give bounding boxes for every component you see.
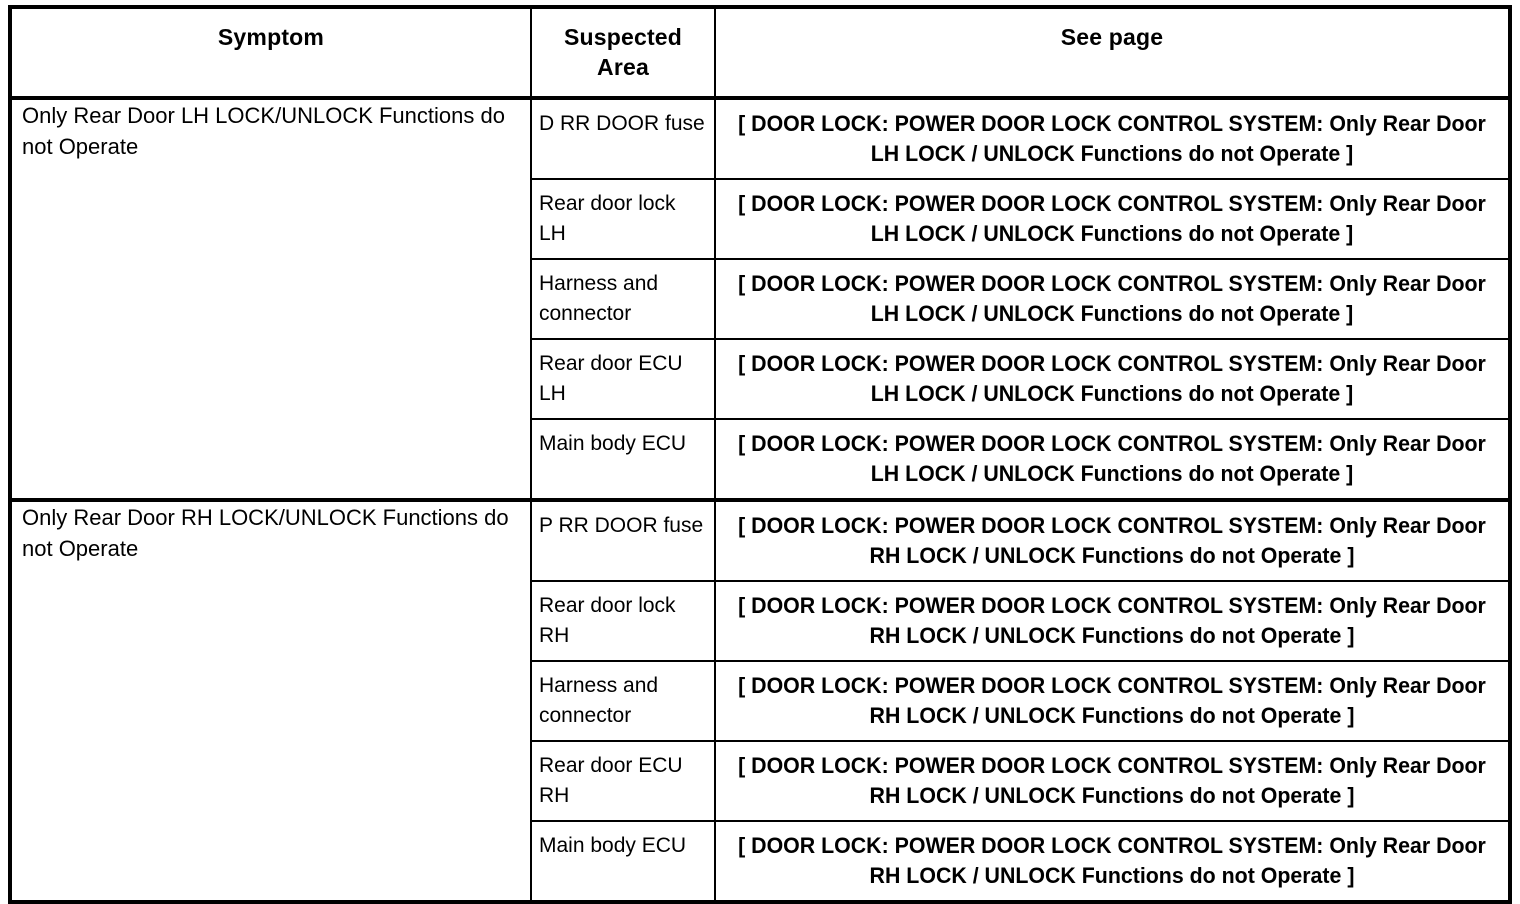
see-page-reference[interactable]: [ DOOR LOCK: POWER DOOR LOCK CONTROL SYS… bbox=[738, 513, 1486, 568]
suspected-area-label: Rear door lock LH bbox=[539, 192, 676, 245]
symptom-cell-lh: Only Rear Door LH LOCK/UNLOCK Functions … bbox=[9, 96, 532, 501]
see-page-cell[interactable]: [ DOOR LOCK: POWER DOOR LOCK CONTROL SYS… bbox=[714, 820, 1511, 903]
see-page-reference[interactable]: [ DOOR LOCK: POWER DOOR LOCK CONTROL SYS… bbox=[738, 833, 1486, 888]
page-sheet: Symptom Suspected Area See page Only Rea… bbox=[8, 5, 1512, 904]
table-header: Symptom Suspected Area See page bbox=[9, 6, 1511, 99]
see-page-cell[interactable]: [ DOOR LOCK: POWER DOOR LOCK CONTROL SYS… bbox=[714, 580, 1511, 662]
see-page-cell[interactable]: [ DOOR LOCK: POWER DOOR LOCK CONTROL SYS… bbox=[714, 498, 1511, 582]
suspected-area-label: Rear door ECU LH bbox=[539, 352, 683, 405]
table-row: Main body ECU [ DOOR LOCK: POWER DOOR LO… bbox=[10, 418, 1511, 501]
table-row: Rear door ECU RH [ DOOR LOCK: POWER DOOR… bbox=[10, 740, 1511, 822]
suspected-area-cell: Rear door lock LH bbox=[530, 178, 716, 260]
suspected-area-cell: Rear door ECU RH bbox=[530, 740, 716, 822]
suspected-area-cell: Main body ECU bbox=[530, 418, 716, 501]
suspected-area-cell: Rear door ECU LH bbox=[530, 338, 716, 420]
table-row: Rear door lock RH [ DOOR LOCK: POWER DOO… bbox=[10, 580, 1511, 662]
suspected-area-label: Main body ECU bbox=[539, 834, 687, 857]
table-row: Harness and connector [ DOOR LOCK: POWER… bbox=[10, 660, 1511, 742]
see-page-cell[interactable]: [ DOOR LOCK: POWER DOOR LOCK CONTROL SYS… bbox=[714, 418, 1511, 501]
see-page-reference[interactable]: [ DOOR LOCK: POWER DOOR LOCK CONTROL SYS… bbox=[738, 191, 1486, 246]
suspected-area-cell: Main body ECU bbox=[530, 820, 716, 903]
suspected-area-label: Rear door lock RH bbox=[539, 594, 676, 647]
see-page-cell[interactable]: [ DOOR LOCK: POWER DOOR LOCK CONTROL SYS… bbox=[714, 338, 1511, 420]
table-row: Only Rear Door RH LOCK/UNLOCK Functions … bbox=[9, 498, 1511, 903]
table-row: Rear door lock LH [ DOOR LOCK: POWER DOO… bbox=[10, 178, 1511, 260]
see-page-reference[interactable]: [ DOOR LOCK: POWER DOOR LOCK CONTROL SYS… bbox=[738, 351, 1486, 406]
column-header-symptom: Symptom bbox=[9, 6, 532, 99]
symptom-cell-rh: Only Rear Door RH LOCK/UNLOCK Functions … bbox=[9, 498, 532, 903]
table-row: Only Rear Door LH LOCK/UNLOCK Functions … bbox=[9, 96, 1511, 501]
suspected-area-label: Rear door ECU RH bbox=[539, 754, 683, 807]
suspected-area-cell: Harness and connector bbox=[530, 258, 716, 340]
suspected-area-line-2: Area bbox=[597, 54, 649, 80]
suspected-area-line-1: Suspected bbox=[563, 24, 683, 50]
suspected-area-cell: Harness and connector bbox=[530, 660, 716, 742]
suspected-area-cell: P RR DOOR fuse bbox=[530, 498, 716, 582]
see-page-reference[interactable]: [ DOOR LOCK: POWER DOOR LOCK CONTROL SYS… bbox=[738, 431, 1486, 486]
see-page-reference[interactable]: [ DOOR LOCK: POWER DOOR LOCK CONTROL SYS… bbox=[738, 271, 1486, 326]
symptom-label: Only Rear Door LH LOCK/UNLOCK Functions … bbox=[22, 103, 505, 159]
see-page-reference[interactable]: [ DOOR LOCK: POWER DOOR LOCK CONTROL SYS… bbox=[738, 753, 1486, 808]
see-page-reference[interactable]: [ DOOR LOCK: POWER DOOR LOCK CONTROL SYS… bbox=[738, 673, 1486, 728]
symptom-label: Only Rear Door RH LOCK/UNLOCK Functions … bbox=[22, 505, 509, 561]
suspected-area-cell: Rear door lock RH bbox=[530, 580, 716, 662]
see-page-cell[interactable]: [ DOOR LOCK: POWER DOOR LOCK CONTROL SYS… bbox=[714, 660, 1511, 742]
column-header-see-page: See page bbox=[714, 6, 1511, 99]
column-header-symptom-label: Symptom bbox=[217, 24, 325, 50]
header-row: Symptom Suspected Area See page bbox=[9, 6, 1511, 99]
table-row: Harness and connector [ DOOR LOCK: POWER… bbox=[10, 258, 1511, 340]
column-header-suspected-area: Suspected Area bbox=[530, 6, 716, 99]
suspected-area-label: Harness and connector bbox=[539, 272, 659, 325]
table-row: Rear door ECU LH [ DOOR LOCK: POWER DOOR… bbox=[10, 338, 1511, 420]
suspected-area-cell: D RR DOOR fuse bbox=[530, 96, 716, 180]
see-page-reference[interactable]: [ DOOR LOCK: POWER DOOR LOCK CONTROL SYS… bbox=[738, 593, 1486, 648]
see-page-cell[interactable]: [ DOOR LOCK: POWER DOOR LOCK CONTROL SYS… bbox=[714, 178, 1511, 260]
table-body: Only Rear Door LH LOCK/UNLOCK Functions … bbox=[9, 96, 1511, 903]
see-page-cell[interactable]: [ DOOR LOCK: POWER DOOR LOCK CONTROL SYS… bbox=[714, 740, 1511, 822]
suspected-area-label: Harness and connector bbox=[539, 674, 659, 727]
see-page-reference[interactable]: [ DOOR LOCK: POWER DOOR LOCK CONTROL SYS… bbox=[738, 111, 1486, 166]
see-page-cell[interactable]: [ DOOR LOCK: POWER DOOR LOCK CONTROL SYS… bbox=[714, 258, 1511, 340]
suspected-area-label: Main body ECU bbox=[539, 432, 687, 455]
symptom-diagnosis-table: Symptom Suspected Area See page Only Rea… bbox=[8, 5, 1512, 904]
column-header-see-page-label: See page bbox=[1060, 24, 1164, 50]
suspected-area-label: P RR DOOR fuse bbox=[539, 514, 704, 537]
suspected-area-label: D RR DOOR fuse bbox=[539, 112, 705, 135]
column-header-suspected-area-label: Suspected Area bbox=[532, 9, 714, 96]
see-page-cell[interactable]: [ DOOR LOCK: POWER DOOR LOCK CONTROL SYS… bbox=[714, 96, 1511, 180]
